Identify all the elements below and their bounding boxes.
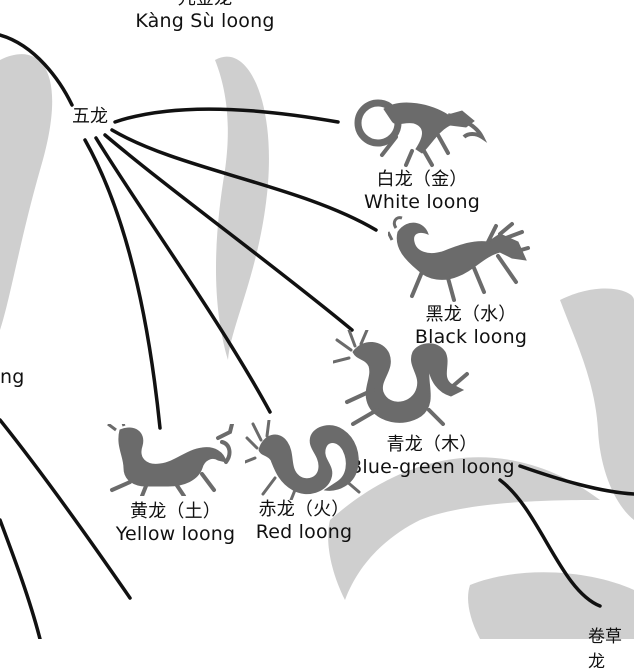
node-black-loong[interactable]: 黑龙（水） Black loong (412, 304, 530, 348)
branch-lines (0, 33, 634, 639)
branch-to-yellow (83, 138, 162, 430)
yellow-dragon-icon (107, 424, 234, 496)
node-bluegreen-zh: 青龙（木） (386, 434, 478, 455)
connector-layer (0, 33, 634, 639)
branch-left-down (0, 418, 132, 600)
branch-bg-right (518, 464, 634, 496)
branch-bg-bottom (498, 478, 602, 608)
background-brush-strokes (0, 54, 634, 639)
blue-green-dragon-icon (333, 330, 469, 426)
node-left-partial[interactable]: ng (0, 366, 25, 388)
branch-to-black (110, 128, 378, 232)
node-kang-su-en: Kàng Sù loong (135, 10, 275, 32)
node-yellow-zh: 黄龙（土） (130, 501, 221, 522)
branch-to-top (0, 33, 74, 107)
node-red-en: Red loong (255, 521, 353, 543)
node-black-en: Black loong (414, 326, 528, 348)
white-dragon-icon (354, 99, 488, 167)
node-yellow-loong[interactable]: 黄龙（土） Yellow loong (113, 501, 238, 545)
node-kang-su[interactable]: 亢金龙 Kàng Sù loong (120, 0, 290, 32)
branch-to-white (113, 107, 340, 124)
red-dragon-icon (245, 420, 361, 500)
node-bottom-partial[interactable]: 卷草龙 (588, 627, 622, 672)
node-black-zh: 黑龙（水） (425, 304, 517, 325)
node-yellow-en: Yellow loong (115, 523, 236, 545)
root-node-five-loong[interactable]: 五龙 (72, 106, 108, 127)
branch-to-bluegreen (103, 133, 354, 332)
node-red-zh: 赤龙（火） (258, 499, 350, 520)
node-white-loong[interactable]: 白龙（金） White loong (362, 169, 482, 213)
node-white-en: White loong (363, 191, 481, 213)
node-kang-su-zh: 亢金龙 (120, 0, 290, 10)
branch-to-red (94, 136, 272, 414)
node-blue-green-loong[interactable]: 青龙（木） Blue-green loong (346, 434, 518, 478)
branch-left-bottom (0, 518, 42, 639)
node-white-zh: 白龙（金） (376, 169, 468, 190)
node-bluegreen-en: Blue-green loong (349, 456, 515, 478)
node-red-loong[interactable]: 赤龙（火） Red loong (252, 499, 356, 543)
black-dragon-icon (388, 216, 530, 302)
